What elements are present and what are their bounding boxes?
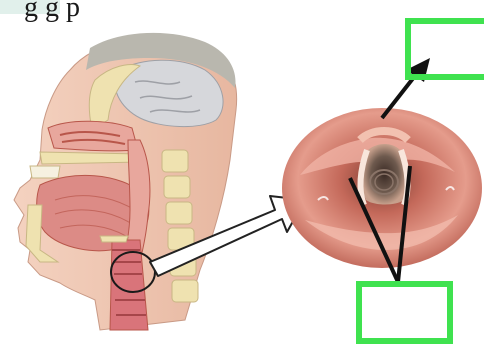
hard-palate: [40, 152, 142, 164]
hyoid: [100, 236, 128, 242]
nasal-cavity: [48, 121, 138, 151]
upper-teeth: [30, 166, 60, 178]
label-box-bottom[interactable]: [356, 281, 453, 344]
label-box-top[interactable]: [405, 18, 484, 80]
head-section: [14, 33, 237, 330]
